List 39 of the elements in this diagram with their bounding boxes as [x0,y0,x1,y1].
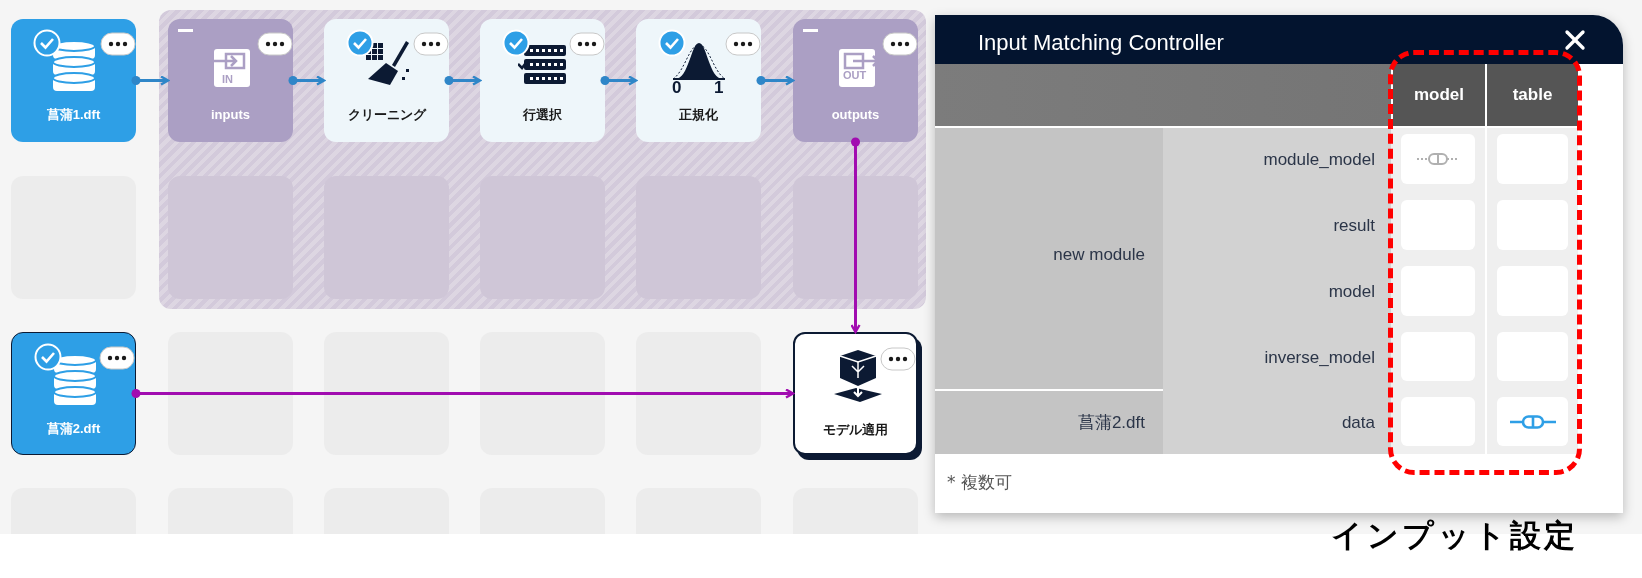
icon-label: 0 [672,79,682,96]
connector-arrow [131,75,170,86]
node-label: モデル適用 [822,421,889,439]
node-label: 行選択 [522,106,563,124]
process-tile [324,19,449,142]
dataset-tile [11,332,136,455]
io-module-tile [793,19,918,142]
io-module-tile [168,19,293,142]
connector-arrow [288,75,326,86]
connector-arrow [600,75,638,86]
port-name: result [1333,215,1375,237]
module-group-band [159,10,926,309]
icon-label: OUT [843,70,867,81]
row-group-label: 菖蒲2.dft [1077,412,1145,434]
connector-arrow [131,388,795,399]
node-label: 菖蒲1.dft [45,106,102,124]
connector-arrow [756,75,795,86]
process-tile [480,19,605,142]
port-name: module_model [1263,149,1375,171]
icon-label: 1 [714,79,724,96]
port-name: inverse_model [1264,347,1375,369]
icon-label: IN [222,74,233,85]
row-group-label: new module [1053,244,1145,266]
node-label: outputs [830,106,881,124]
port-name: model [1328,281,1375,303]
node-label: 菖蒲2.dft [45,420,102,438]
node-label: クリーニング [346,106,428,124]
connector-arrow [850,137,861,334]
dialog-title: Input Matching Controller [978,29,1224,57]
callout-caption: インプット設定 [1331,516,1580,555]
column-header: model [1393,64,1485,126]
port-name: data [1341,412,1375,434]
column-header: table [1487,64,1578,126]
footnote: * 複数可 [947,471,1012,494]
node-label: inputs [210,106,251,124]
connector-arrow [444,75,482,86]
dataset-tile [11,19,136,142]
node-label: 正規化 [678,106,719,124]
process-tile [636,19,761,142]
